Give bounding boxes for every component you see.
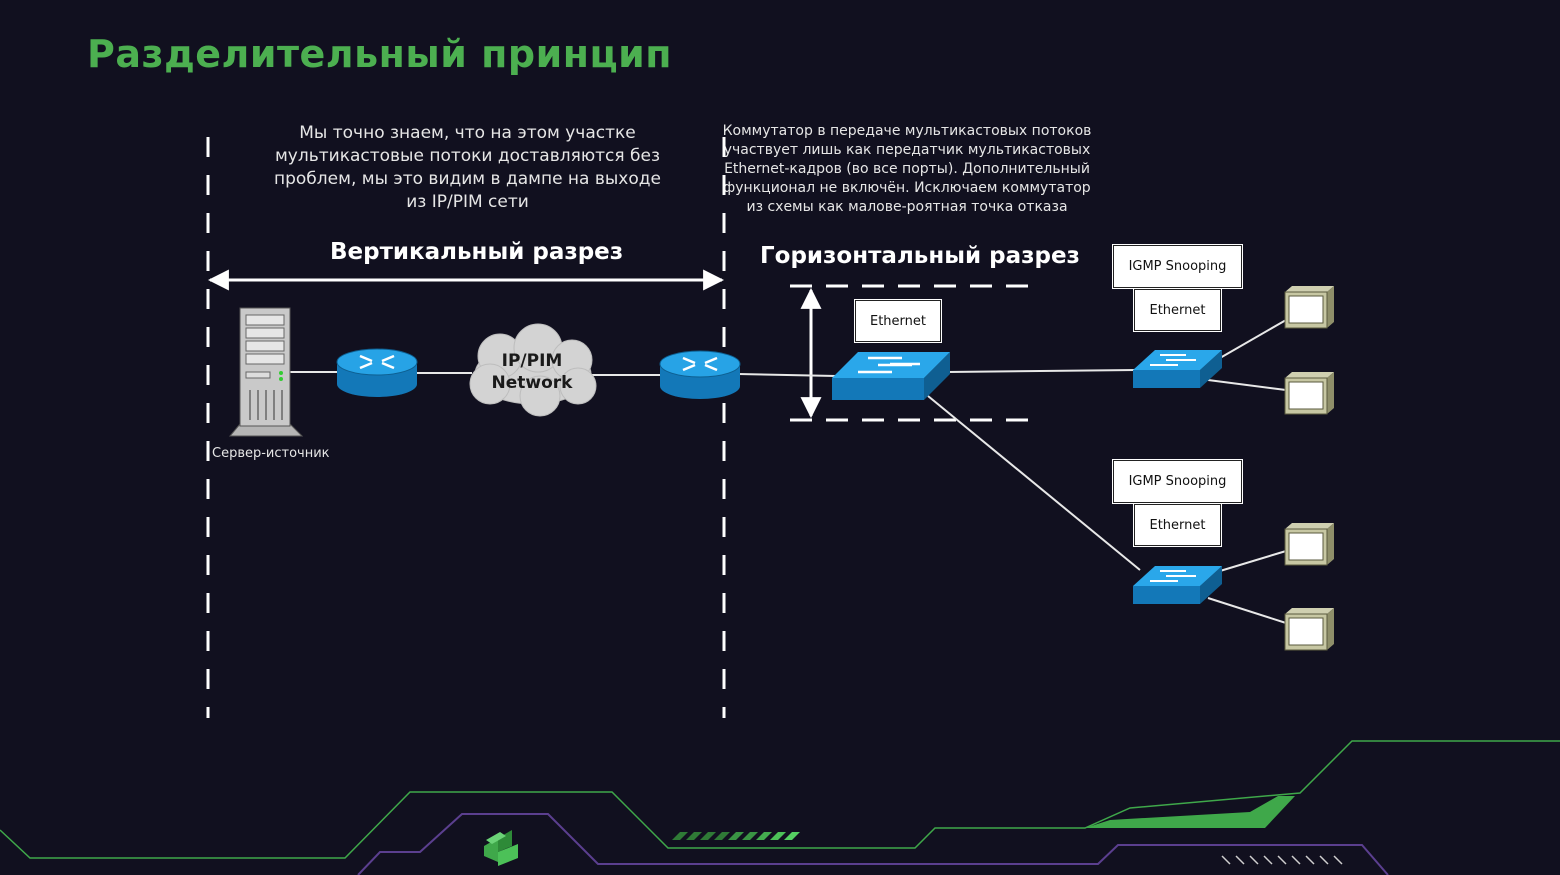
- upper-ethernet-label: Ethernet: [1134, 289, 1221, 331]
- cloud-label-line2: Network: [491, 373, 573, 393]
- client-pc-icon-3: [1284, 523, 1334, 566]
- link-router2-switch: [737, 373, 837, 377]
- switch-note: Коммутатор в передаче мультикастовых пот…: [722, 123, 1092, 215]
- router-icon-1: [336, 348, 418, 397]
- cloud-label-line1: IP/PIM: [501, 351, 563, 371]
- client-pc-icon-4: [1284, 608, 1334, 651]
- link-switch-upper-switch: [947, 369, 1137, 373]
- decor-stripes-green: [672, 832, 800, 840]
- server-icon: [228, 307, 304, 437]
- client-pc-icon-1: [1284, 286, 1334, 329]
- link-switch-lower-switch: [927, 395, 1141, 571]
- link-lower-to-pc4: [1207, 597, 1287, 624]
- cloud-icon: [469, 323, 597, 417]
- cloud-label: IP/PIM Network: [478, 350, 586, 394]
- vertical-cut-heading: Вертикальный разрез: [330, 239, 624, 265]
- link-lower-to-pc3: [1219, 550, 1287, 572]
- lower-igmp-snooping-label: IGMP Snooping: [1113, 460, 1242, 503]
- decor-bottom-frame: [0, 740, 1560, 875]
- client-pc-icon-2: [1284, 372, 1334, 415]
- link-upper-to-pc2: [1207, 379, 1287, 391]
- logo-icon: [484, 830, 518, 866]
- core-switch-icon: [832, 352, 950, 400]
- lower-switch-icon: [1133, 566, 1222, 604]
- slide-title: Разделительный принцип: [87, 32, 673, 76]
- vertical-section-note: Мы точно знаем, что на этом участке муль…: [274, 123, 661, 212]
- router-icon-2: [659, 350, 741, 399]
- link-upper-to-pc1: [1219, 319, 1287, 359]
- lower-ethernet-label: Ethernet: [1134, 504, 1221, 546]
- upper-switch-icon: [1133, 350, 1222, 388]
- decor-stripes-white: [1221, 855, 1343, 865]
- core-switch-label: Ethernet: [855, 300, 941, 342]
- horizontal-cut-heading: Горизонтальный разрез: [760, 243, 1080, 269]
- server-caption: Сервер-источник: [212, 446, 330, 461]
- upper-igmp-snooping-label: IGMP Snooping: [1113, 245, 1242, 288]
